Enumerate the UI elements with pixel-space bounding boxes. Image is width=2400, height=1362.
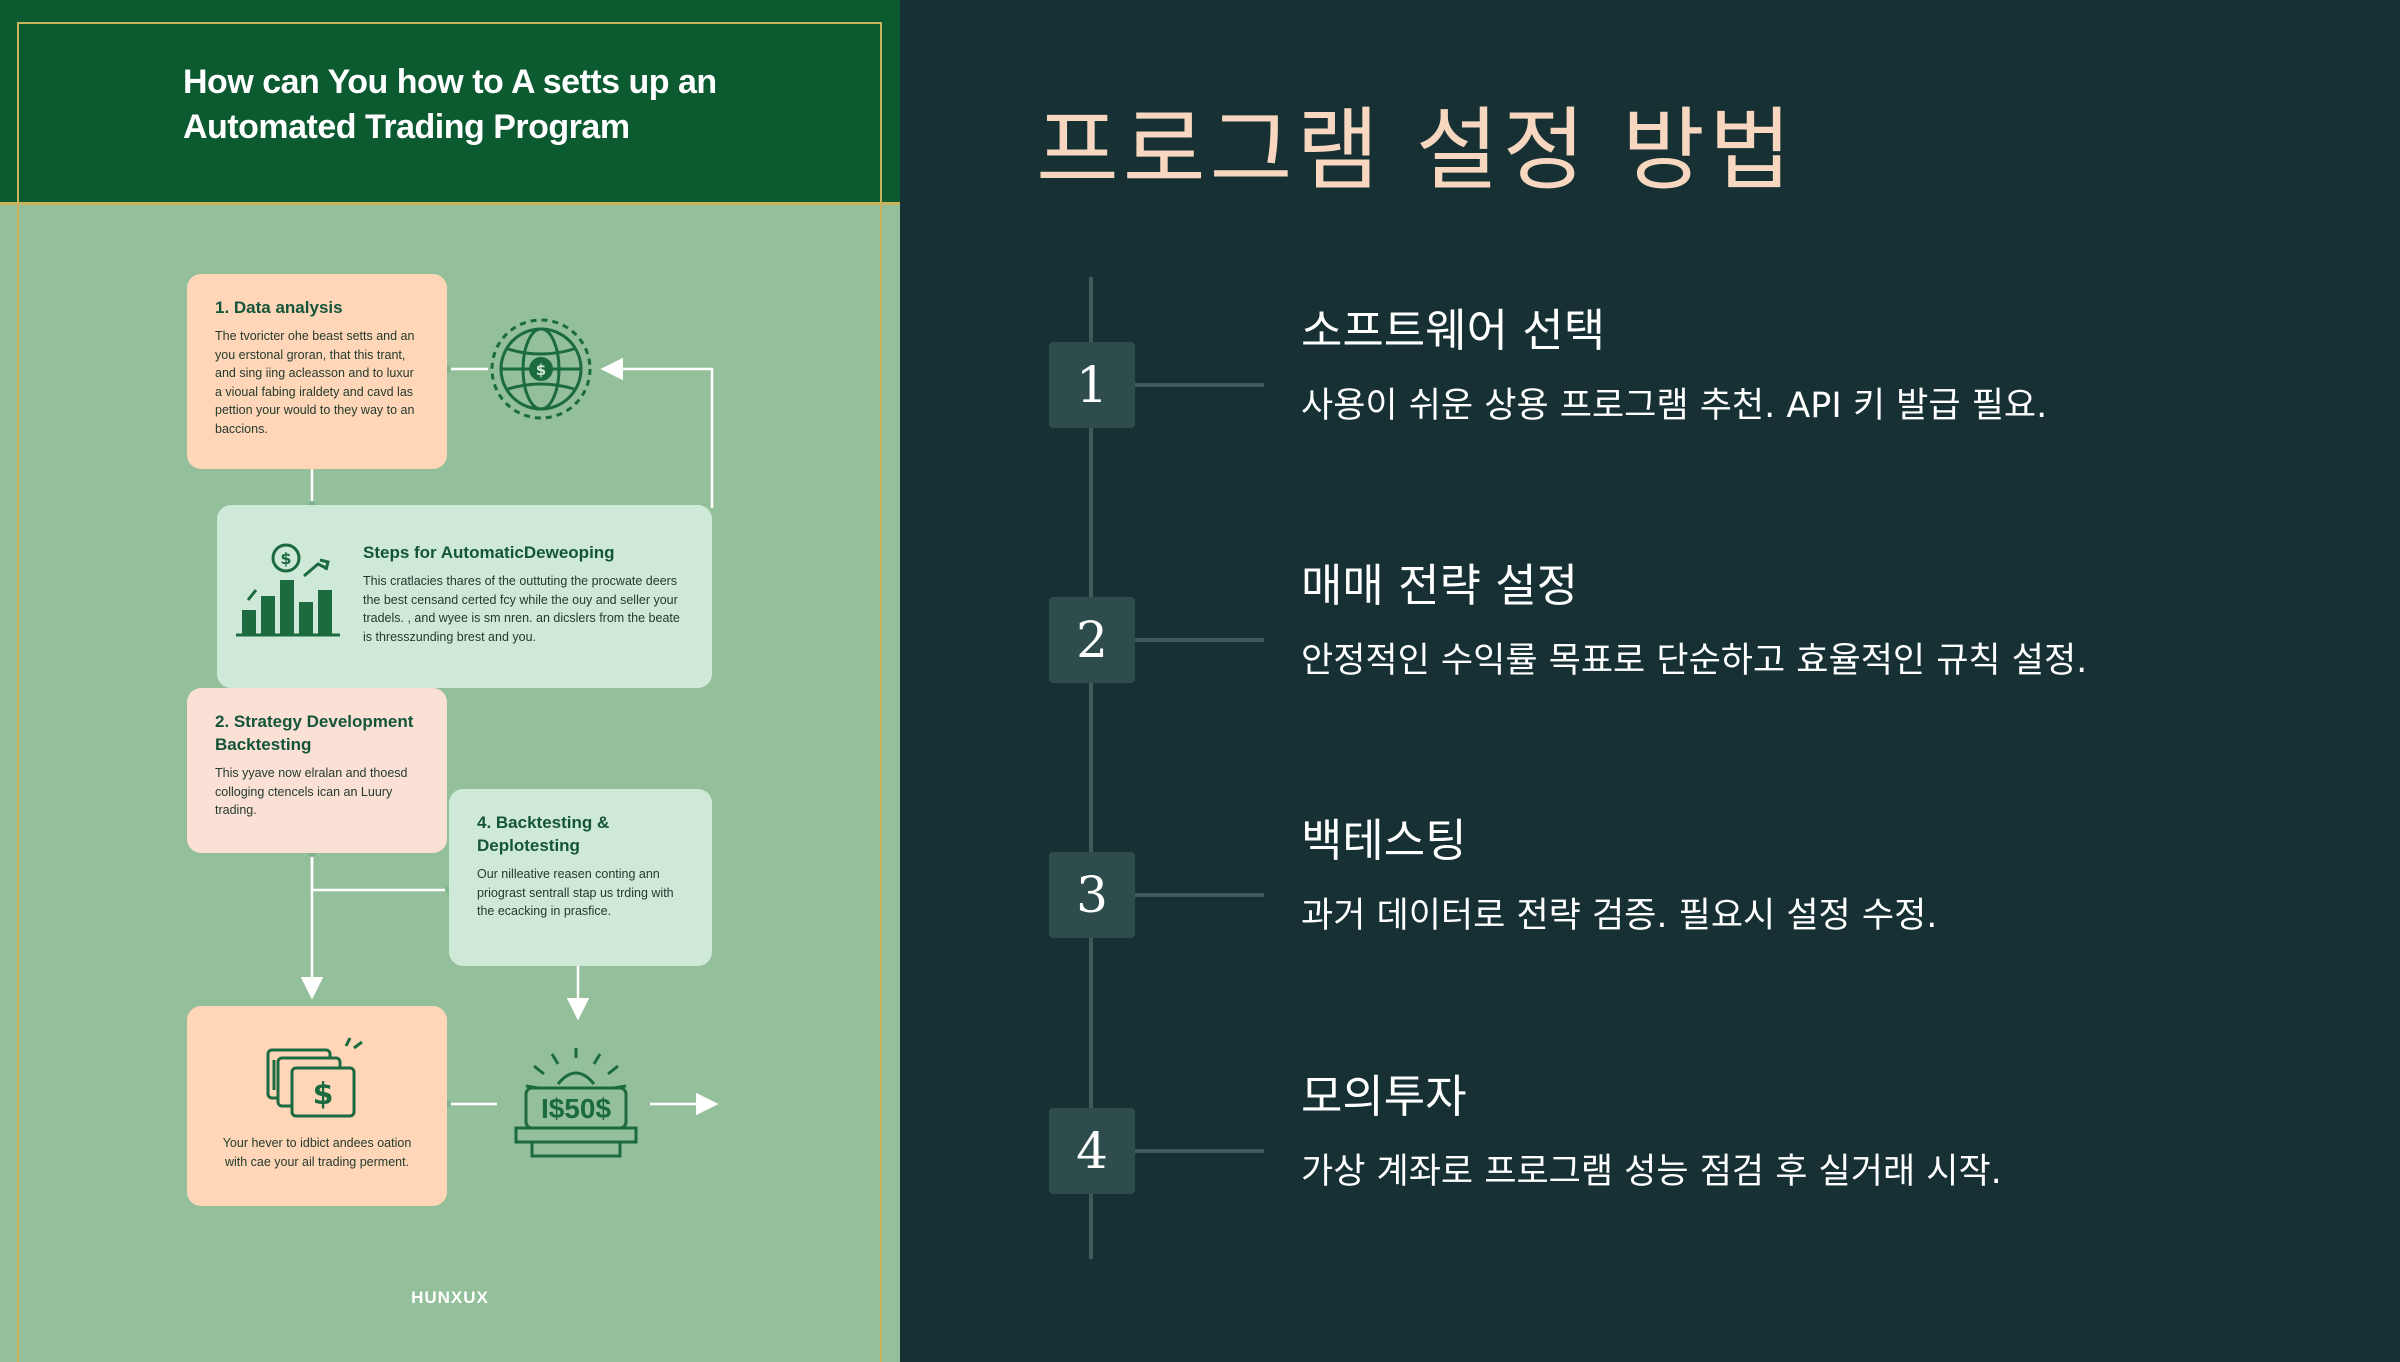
card-body: This cratlacies thares of the outtuting … — [363, 574, 680, 644]
step-description: 가상 계좌로 프로그램 성능 점검 후 실거래 시작. — [1301, 1152, 2002, 1192]
step-backtesting: 3 백테스팅 과거 데이터로 전략 검증. 필요시 설정 수정. — [900, 810, 2400, 990]
price-tag: I$50$ — [541, 1093, 611, 1124]
step-software-selection: 1 소프트웨어 선택 사용이 쉬운 상용 프로그램 추천. API 키 발급 필… — [900, 300, 2400, 480]
cash-register-icon: I$50$ — [514, 1048, 638, 1158]
slide-panel: 프로그램 설정 방법 1 소프트웨어 선택 사용이 쉬운 상용 프로그램 추천.… — [900, 0, 2400, 1362]
svg-text:$: $ — [536, 361, 546, 379]
card-title: Steps for AutomaticDeweoping — [363, 543, 615, 562]
card-title: 2. Strategy Development Backtesting — [215, 712, 414, 754]
svg-text:$: $ — [313, 1077, 334, 1112]
step-description: 사용이 쉬운 상용 프로그램 추천. API 키 발급 필요. — [1301, 386, 2048, 426]
step-number-badge: 2 — [1049, 597, 1135, 683]
step-number-badge: 4 — [1049, 1108, 1135, 1194]
timeline-line — [1089, 277, 1093, 1259]
card-body: Our nilleative reasen conting ann priogr… — [477, 867, 674, 918]
step-number-badge: 1 — [1049, 342, 1135, 428]
step-title: 백테스팅 — [1301, 814, 1467, 867]
connector-steps-globe — [600, 357, 714, 508]
card-body: Your hever to idbict andees oation with … — [222, 1136, 412, 1169]
step-strategy-setup: 2 매매 전략 설정 안정적인 수익률 목표로 단순하고 효율적인 규칙 설정. — [900, 555, 2400, 735]
infographic-title: How can You how to A setts up an Automat… — [183, 63, 717, 146]
infographic-panel: How can You how to A setts up an Automat… — [0, 0, 900, 1362]
step-connector — [1135, 638, 1264, 642]
card-body: The tvoricter ohe beast setts and an you… — [215, 329, 415, 436]
step-title: 모의투자 — [1301, 1070, 1467, 1123]
svg-text:$: $ — [280, 549, 291, 568]
cash-stack-icon: $ — [266, 1037, 363, 1118]
step-description: 안정적인 수익률 목표로 단순하고 효율적인 규칙 설정. — [1301, 641, 2088, 681]
step-number-badge: 3 — [1049, 852, 1135, 938]
card-title: 1. Data analysis — [215, 298, 343, 317]
step-title: 매매 전략 설정 — [1301, 559, 1579, 612]
step-connector — [1135, 383, 1264, 387]
card-body: This yyave now elralan and thoesd collog… — [215, 766, 408, 817]
infographic-frame — [17, 22, 882, 1362]
connector-card2-card4 — [310, 853, 449, 892]
header-divider — [0, 202, 900, 205]
slide-title: 프로그램 설정 방법 — [1036, 98, 1796, 203]
step-paper-trading: 4 모의투자 가상 계좌로 프로그램 성능 점검 후 실거래 시작. — [900, 1066, 2400, 1246]
step-title: 소프트웨어 선택 — [1301, 304, 1606, 357]
card-strategy-development: 2. Strategy Development Backtesting This… — [187, 688, 447, 853]
card-data-analysis: 1. Data analysis The tvoricter ohe beast… — [187, 274, 447, 469]
step-connector — [1135, 1149, 1264, 1153]
bar-chart-icon: $ — [236, 543, 340, 637]
card-backtesting-deployment: 4. Backtesting & Deplotesting Our nillea… — [449, 789, 712, 966]
brand-logo-text: HUNXUX — [411, 1288, 489, 1307]
infographic-header — [0, 0, 900, 204]
step-connector — [1135, 893, 1264, 897]
card-steps-automation: Steps for AutomaticDeweoping This cratla… — [217, 505, 712, 688]
card-title: 4. Backtesting & Deplotesting — [477, 813, 610, 855]
step-description: 과거 데이터로 전략 검증. 필요시 설정 수정. — [1301, 896, 1938, 936]
globe-icon: $ — [490, 318, 592, 420]
